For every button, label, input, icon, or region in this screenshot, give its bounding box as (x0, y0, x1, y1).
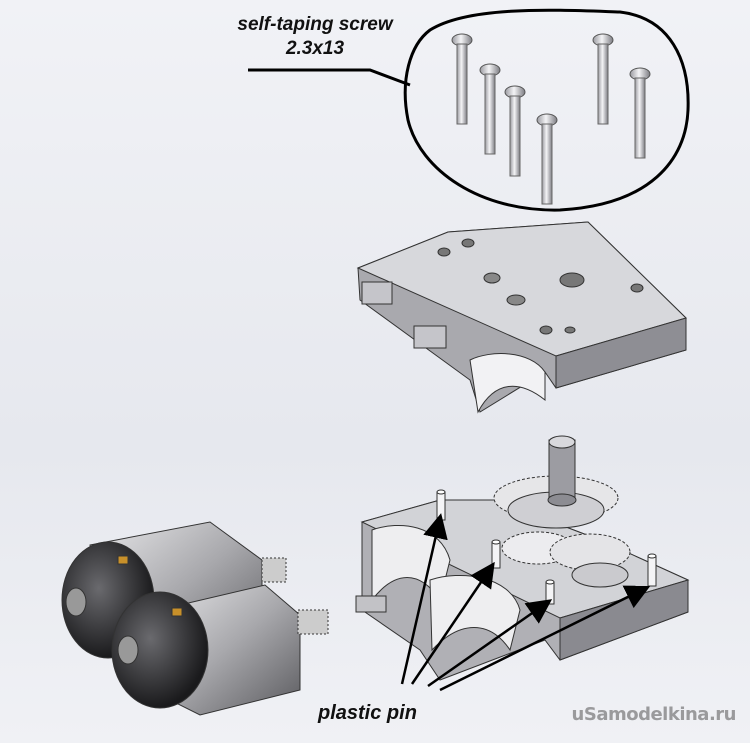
screw-size-label: 2.3x13 (285, 38, 345, 59)
screws-group (248, 8, 690, 212)
pin-arrows (400, 513, 651, 692)
gearbox-base (355, 435, 690, 681)
screw-label: self-taping screw (237, 14, 393, 35)
screw (504, 85, 526, 177)
watermark: uSamodelkina.ru (571, 704, 737, 725)
screw (629, 67, 651, 159)
plastic-pin-label: plastic pin (318, 702, 417, 724)
plastic-pin (436, 489, 446, 521)
screw (451, 33, 473, 125)
plastic-pin (647, 553, 657, 587)
plastic-pin (491, 539, 501, 569)
screw (592, 33, 614, 125)
screw (536, 113, 558, 205)
motor (111, 584, 329, 716)
leader-line (248, 68, 411, 87)
gear-stack (493, 435, 631, 588)
plastic-pin (545, 579, 555, 605)
callout-loop (403, 8, 690, 212)
screw (479, 63, 501, 155)
gearbox-lid (356, 221, 687, 414)
